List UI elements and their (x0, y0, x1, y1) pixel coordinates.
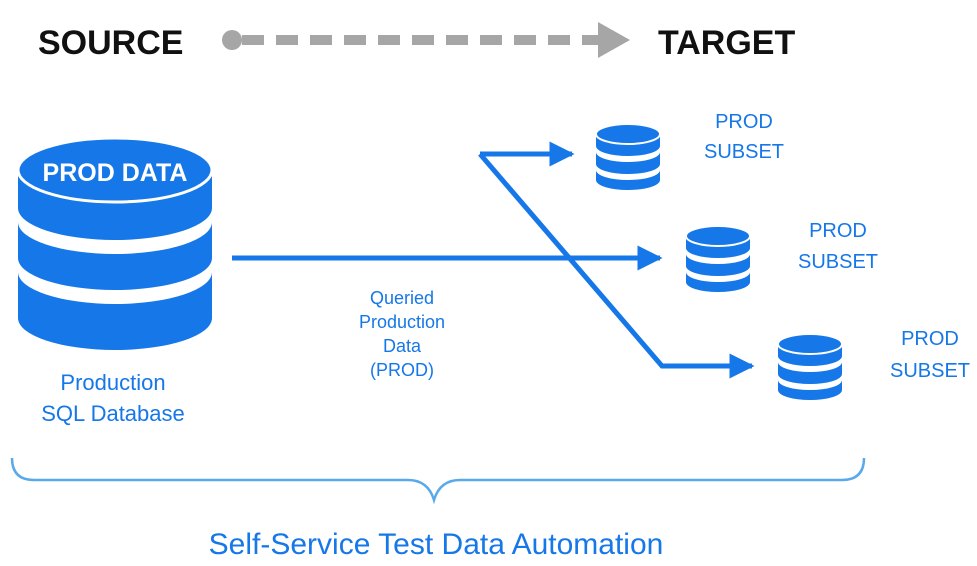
flow-label-line3: Data (383, 336, 422, 356)
subset-database-icon (685, 225, 751, 292)
flow-label-line1: Queried (370, 288, 434, 308)
subset-2-line1: PROD (809, 220, 867, 242)
target-label: TARGET (658, 24, 795, 62)
prod-data-badge: PROD DATA (43, 159, 188, 187)
subset-3-line1: PROD (901, 328, 959, 350)
flow-label-line2: Production (359, 312, 445, 332)
source-database-icon (16, 136, 214, 350)
grouping-brace (10, 457, 866, 505)
subset-1-line2: SUBSET (704, 141, 784, 163)
subset-2-line2: SUBSET (798, 251, 878, 273)
subset-database-icon (777, 333, 843, 400)
subset-database-icon (595, 123, 661, 190)
source-caption-line1: Production (60, 370, 165, 395)
subset-1-line1: PROD (715, 111, 773, 133)
subset-3-line2: SUBSET (890, 360, 970, 382)
source-target-arrow (222, 22, 630, 58)
flow-arrows (232, 141, 755, 379)
flow-label-line4: (PROD) (370, 360, 434, 380)
source-caption-line2: SQL Database (41, 401, 185, 426)
footer-title: Self-Service Test Data Automation (209, 528, 664, 561)
arrow-to-subset-3 (478, 152, 755, 379)
source-label: SOURCE (38, 24, 183, 62)
